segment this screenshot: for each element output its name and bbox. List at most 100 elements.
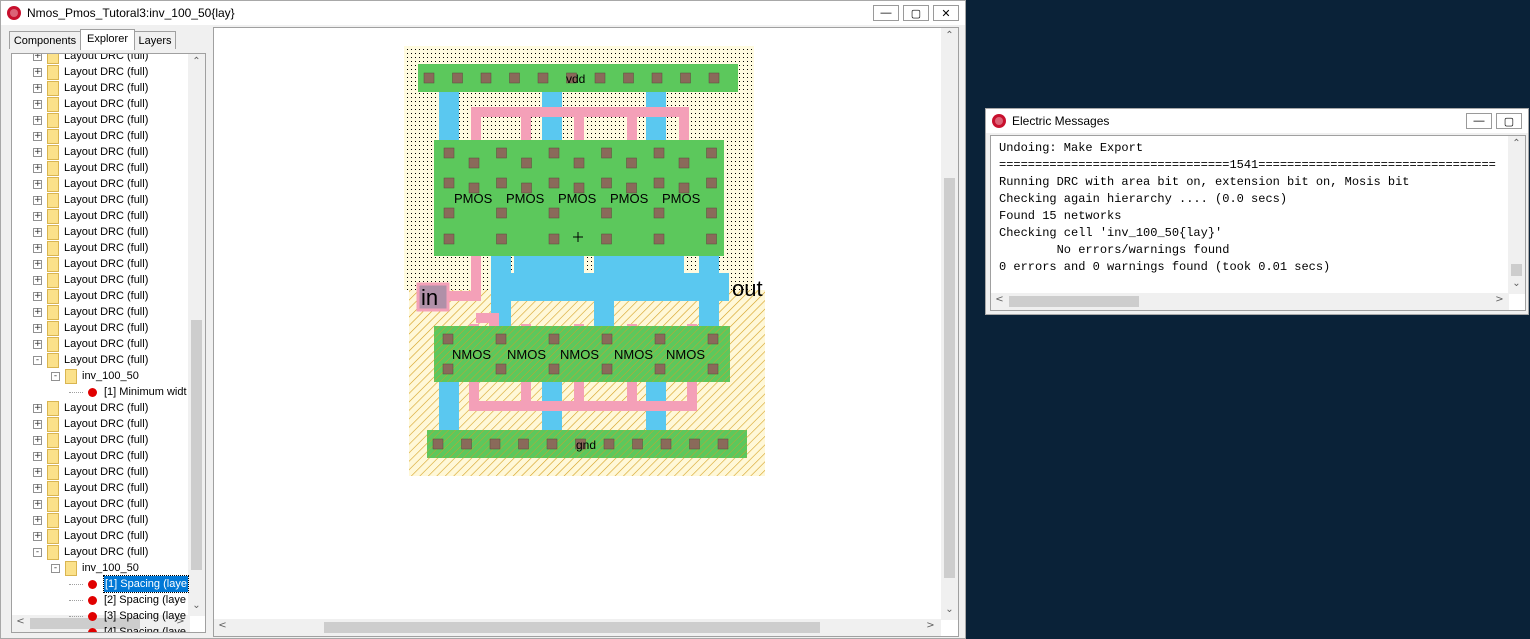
canvas-scroll-left-icon[interactable]: < [218,620,227,631]
expand-icon[interactable]: + [33,210,42,221]
expand-icon[interactable]: + [33,98,42,109]
tree-folder-item[interactable]: +Layout DRC (full) [33,160,148,176]
tree-folder-item[interactable]: +Layout DRC (full) [33,496,148,512]
messages-scroll-up-icon[interactable]: ⌃ [1512,138,1521,149]
canvas-scroll-up-icon[interactable]: ⌃ [945,30,954,41]
tree-folder-item[interactable]: +Layout DRC (full) [33,208,148,224]
close-button[interactable]: ✕ [933,5,959,21]
canvas-scroll-right-icon[interactable]: > [926,620,935,631]
tab-components[interactable]: Components [9,31,81,49]
expand-icon[interactable]: + [33,82,42,93]
expand-icon[interactable]: + [33,242,42,253]
layout-drawing[interactable]: vdd gnd PMOS PMOS PMOS PMOS PMOS NMOS NM… [214,28,958,636]
expand-icon[interactable]: + [33,53,42,61]
tree-folder-item[interactable]: +Layout DRC (full) [33,192,148,208]
tree-folder-item[interactable]: +Layout DRC (full) [33,512,148,528]
expand-icon[interactable]: + [33,290,42,301]
layout-canvas[interactable]: vdd gnd PMOS PMOS PMOS PMOS PMOS NMOS NM… [213,27,959,637]
tree-folder-item[interactable]: +Layout DRC (full) [33,528,148,544]
messages-vertical-scrollbar[interactable]: ⌃ ⌄ [1508,136,1525,294]
tree-folder-item[interactable]: +Layout DRC (full) [33,256,148,272]
tree-folder-item[interactable]: +Layout DRC (full) [33,224,148,240]
collapse-icon[interactable]: - [51,371,60,381]
expand-icon[interactable]: + [33,514,42,525]
tree-folder-item[interactable]: +Layout DRC (full) [33,416,148,432]
tree-folder-item[interactable]: -inv_100_50 [51,368,139,384]
collapse-icon[interactable]: - [51,563,60,573]
canvas-horizontal-scrollbar[interactable]: < > [214,619,941,636]
messages-scroll-left-icon[interactable]: < [995,294,1004,305]
tree-folder-item[interactable]: +Layout DRC (full) [33,272,148,288]
expand-icon[interactable]: + [33,450,42,461]
tree-folder-item[interactable]: +Layout DRC (full) [33,464,148,480]
messages-vscroll-thumb[interactable] [1511,264,1522,276]
tree-folder-item[interactable]: +Layout DRC (full) [33,96,148,112]
expand-icon[interactable]: + [33,482,42,493]
tree-horizontal-scrollbar[interactable]: < > [12,615,190,632]
messages-text-area[interactable]: Undoing: Make Export====================… [990,135,1526,311]
messages-maximize-button[interactable]: ▢ [1496,113,1522,129]
expand-icon[interactable]: + [33,530,42,541]
expand-icon[interactable]: + [33,258,42,269]
expand-icon[interactable]: + [33,274,42,285]
expand-icon[interactable]: + [33,498,42,509]
canvas-vertical-scrollbar[interactable]: ⌃ ⌄ [941,28,958,620]
messages-titlebar[interactable]: Electric Messages — ▢ [986,109,1528,133]
tree-error-item[interactable]: [1] Minimum widt [69,384,187,400]
tree-folder-item[interactable]: -Layout DRC (full) [33,544,148,560]
explorer-tree[interactable]: ⌃ ⌄ < > +Layout DRC (full)+Layout DRC (f… [11,53,206,633]
expand-icon[interactable]: + [33,338,42,349]
messages-scroll-right-icon[interactable]: > [1495,294,1504,305]
scroll-up-icon[interactable]: ⌃ [192,56,201,67]
expand-icon[interactable]: + [33,66,42,77]
tree-vscroll-thumb[interactable] [191,320,202,570]
expand-icon[interactable]: + [33,162,42,173]
expand-icon[interactable]: + [33,306,42,317]
tree-folder-item[interactable]: +Layout DRC (full) [33,480,148,496]
expand-icon[interactable]: + [33,418,42,429]
expand-icon[interactable]: + [33,114,42,125]
tree-folder-item[interactable]: +Layout DRC (full) [33,128,148,144]
tree-folder-item[interactable]: +Layout DRC (full) [33,304,148,320]
expand-icon[interactable]: + [33,130,42,141]
tree-folder-item[interactable]: +Layout DRC (full) [33,336,148,352]
tree-folder-item[interactable]: +Layout DRC (full) [33,240,148,256]
messages-horizontal-scrollbar[interactable]: < > [991,293,1509,310]
tree-vertical-scrollbar[interactable]: ⌃ ⌄ [188,54,205,616]
minimize-button[interactable]: — [873,5,899,21]
expand-icon[interactable]: + [33,402,42,413]
tree-folder-item[interactable]: +Layout DRC (full) [33,80,148,96]
collapse-icon[interactable]: - [33,355,42,365]
messages-hscroll-thumb[interactable] [1009,296,1139,307]
tree-error-item[interactable]: [2] Spacing (laye [69,592,186,608]
in-pin[interactable] [416,282,450,312]
tree-folder-item[interactable]: +Layout DRC (full) [33,112,148,128]
messages-scroll-down-icon[interactable]: ⌄ [1512,278,1521,289]
expand-icon[interactable]: + [33,178,42,189]
tree-error-item[interactable]: [4] Spacing (laye [69,624,186,632]
expand-icon[interactable]: + [33,146,42,157]
collapse-icon[interactable]: - [33,547,42,557]
maximize-button[interactable]: ▢ [903,5,929,21]
tree-folder-item[interactable]: +Layout DRC (full) [33,144,148,160]
canvas-hscroll-thumb[interactable] [324,622,820,633]
tree-error-item[interactable]: [1] Spacing (laye [69,575,189,593]
tree-error-item[interactable]: [3] Spacing (laye [69,608,186,624]
tree-folder-item[interactable]: -inv_100_50 [51,560,139,576]
tab-explorer[interactable]: Explorer [80,29,135,50]
expand-icon[interactable]: + [33,194,42,205]
canvas-vscroll-thumb[interactable] [944,178,955,578]
tab-layers[interactable]: Layers [134,31,176,49]
tree-folder-item[interactable]: +Layout DRC (full) [33,448,148,464]
tree-folder-item[interactable]: +Layout DRC (full) [33,288,148,304]
scroll-left-icon[interactable]: < [16,616,25,627]
tree-folder-item[interactable]: +Layout DRC (full) [33,432,148,448]
scroll-down-icon[interactable]: ⌄ [192,600,201,611]
tree-folder-item[interactable]: +Layout DRC (full) [33,320,148,336]
expand-icon[interactable]: + [33,434,42,445]
tree-hscroll-thumb[interactable] [30,618,140,629]
tree-folder-item[interactable]: +Layout DRC (full) [33,64,148,80]
tree-folder-item[interactable]: +Layout DRC (full) [33,176,148,192]
expand-icon[interactable]: + [33,226,42,237]
tree-folder-item[interactable]: -Layout DRC (full) [33,352,148,368]
